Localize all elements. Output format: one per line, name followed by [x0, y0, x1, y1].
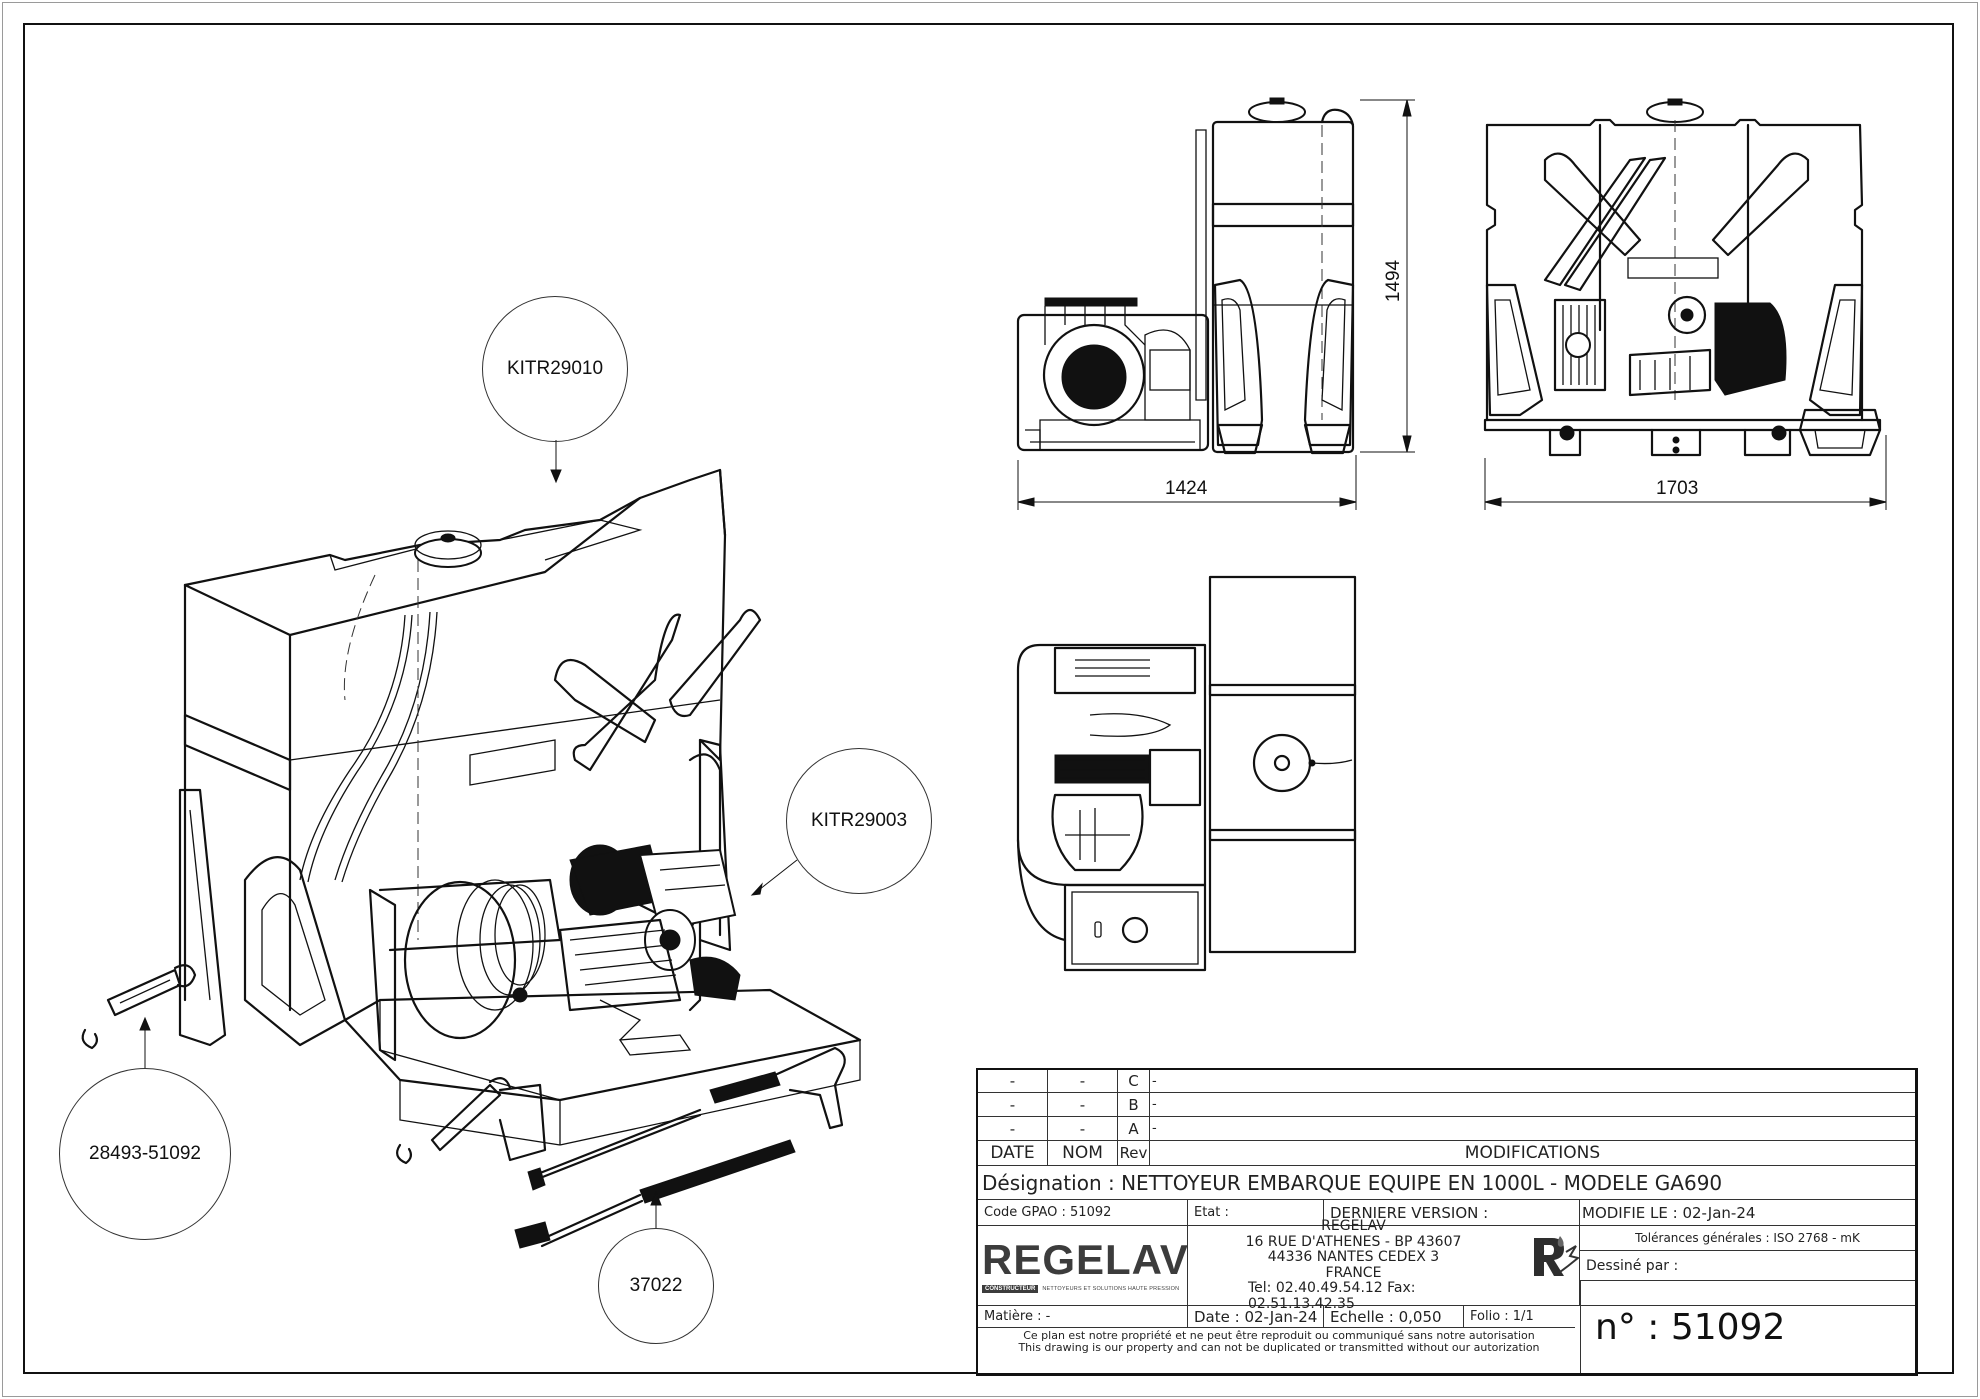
derniere-version: DERNIERE VERSION : — [1324, 1200, 1580, 1225]
hook-right — [396, 1143, 413, 1165]
dimension-side-height: 1494 — [1383, 259, 1405, 303]
tank-slot — [553, 658, 657, 744]
tank-slot — [668, 608, 762, 718]
callout-37022: 37022 — [598, 1228, 714, 1344]
hose-reel — [403, 880, 517, 1040]
tank-slot — [1711, 152, 1810, 257]
company-street: 16 RUE D'ATHENES - BP 43607 — [1245, 1233, 1462, 1250]
spray-gun-lance — [533, 1108, 702, 1177]
company-city: 44336 NANTES CEDEX 3 — [1267, 1249, 1440, 1265]
revision-row: - - A - — [978, 1117, 1915, 1141]
tank-front — [1485, 118, 1864, 422]
callout-label: KITR29010 — [506, 358, 604, 379]
rev-name: - — [1048, 1117, 1118, 1140]
dessine-par: Dessiné par : — [1580, 1251, 1915, 1281]
designation-row: Désignation : NETTOYEUR EMBARQUE EQUIPE … — [978, 1166, 1915, 1200]
hook-left — [81, 1028, 99, 1050]
motor-front — [1714, 302, 1787, 396]
rev-letter: B — [1118, 1093, 1150, 1116]
company-name: REGELAV — [1321, 1218, 1386, 1234]
rev-modification: - — [1152, 1121, 1157, 1136]
callout-label: 37022 — [629, 1275, 683, 1296]
etat: Etat : — [1188, 1200, 1324, 1225]
matiere: Matière : - — [978, 1306, 1188, 1327]
leader-kitr29003 — [754, 859, 798, 894]
revision-header-row: DATE NOM Rev MODIFICATIONS — [978, 1141, 1915, 1166]
rev-name: - — [1048, 1070, 1118, 1092]
callout-28493-51092: 28493-51092 — [59, 1068, 231, 1240]
tank-cap — [414, 538, 482, 568]
rev-date: - — [978, 1070, 1048, 1092]
top-view — [1016, 575, 1357, 972]
drawing-number-box: n° : 51092 — [1580, 1281, 1915, 1373]
code-gpao: Code GPAO : 51092 — [978, 1200, 1188, 1225]
code-row: Code GPAO : 51092 Etat : DERNIERE VERSIO… — [978, 1200, 1915, 1226]
tolerances: Tolérances générales : ISO 2768 - mK — [1580, 1226, 1915, 1251]
disclaimer-en: This drawing is our property and can not… — [1018, 1341, 1540, 1354]
company-country: FRANCE — [1325, 1264, 1382, 1281]
dimension-front-width: 1703 — [1656, 478, 1699, 499]
company-address: REGELAV 16 RUE D'ATHENES - BP 43607 4433… — [1188, 1218, 1580, 1311]
designation: Désignation : NETTOYEUR EMBARQUE EQUIPE … — [982, 1170, 1723, 1195]
rev-letter: C — [1118, 1070, 1150, 1092]
tank-slot — [572, 613, 682, 772]
callout-label: KITR29003 — [810, 810, 908, 831]
front-view — [1483, 98, 1887, 510]
battery-box-top — [1063, 883, 1207, 972]
tank-slot — [1543, 152, 1642, 257]
callout-label: 28493-51092 — [89, 1143, 201, 1164]
modifie-le: MODIFIE LE : 02-Jan-24 — [1582, 1203, 1756, 1222]
hose-reel-front — [1553, 298, 1607, 392]
hose — [299, 614, 406, 881]
motor-flywheel — [1042, 323, 1146, 427]
motor-pump — [512, 844, 741, 1041]
tank-cap-top — [1252, 733, 1312, 793]
logo-badge: CONSTRUCTEUR — [982, 1284, 1039, 1293]
disclaimer-fr: Ce plan est notre propriété et ne peut ê… — [1023, 1329, 1535, 1342]
folio: Folio : 1/1 — [1470, 1309, 1534, 1324]
callout-kitr29003: KITR29003 — [786, 748, 932, 894]
cap-side — [1248, 101, 1306, 123]
company-row: REGELAV CONSTRUCTEUR NETTOYEURS ET SOLUT… — [978, 1218, 1915, 1311]
date: Date : 02-Jan-24 — [1188, 1306, 1324, 1327]
rev-letter: A — [1118, 1117, 1150, 1140]
frame-leg — [243, 856, 347, 1047]
side-view — [1016, 97, 1415, 510]
label-plate — [469, 739, 556, 786]
frame-leg — [698, 738, 732, 952]
regelav-r-logo-icon — [1534, 1236, 1580, 1276]
frame-leg — [178, 788, 227, 1047]
tank-top — [1208, 575, 1357, 954]
handle-right — [430, 1083, 502, 1152]
rev-date: - — [978, 1117, 1048, 1140]
company-logo: REGELAV CONSTRUCTEUR NETTOYEURS ET SOLUT… — [978, 1226, 1188, 1305]
rev-date: - — [978, 1093, 1048, 1116]
engine-top — [1051, 793, 1144, 872]
header-name: NOM — [1048, 1141, 1118, 1165]
echelle: Echelle : 0,050 — [1324, 1306, 1464, 1327]
company-phone: Tel: 02.40.49.54.12 Fax: 02.51.13.42.35 — [1248, 1280, 1416, 1312]
title-block: - - C - - - B - - - A - DATE NOM Rev MOD… — [976, 1068, 1918, 1376]
header-date: DATE — [978, 1141, 1048, 1165]
spray-lance — [538, 1193, 642, 1242]
dimension-side-width: 1424 — [1165, 478, 1208, 499]
header-modifications: MODIFICATIONS — [1464, 1143, 1601, 1163]
header-rev: Rev — [1118, 1141, 1150, 1165]
base-front — [1483, 418, 1882, 432]
rev-modification: - — [1152, 1097, 1157, 1112]
matiere-row: Matière : - Date : 02-Jan-24 Echelle : 0… — [978, 1306, 1575, 1328]
drawing-number: n° : 51092 — [1595, 1306, 1786, 1348]
rev-modification: - — [1152, 1073, 1157, 1089]
revision-row: - - C - — [978, 1070, 1915, 1093]
rev-name: - — [1048, 1093, 1118, 1116]
isometric-view — [81, 440, 862, 1249]
callout-kitr29010: KITR29010 — [482, 296, 628, 442]
label-plate — [1627, 257, 1719, 279]
tank-side — [1211, 120, 1355, 454]
logo-wordmark: REGELAV — [982, 1235, 1189, 1283]
disclaimer: Ce plan est notre propriété et ne peut ê… — [978, 1328, 1580, 1373]
revision-row: - - B - — [978, 1093, 1915, 1117]
logo-tagline: NETTOYEURS ET SOLUTIONS HAUTE PRESSION — [1042, 1285, 1180, 1292]
